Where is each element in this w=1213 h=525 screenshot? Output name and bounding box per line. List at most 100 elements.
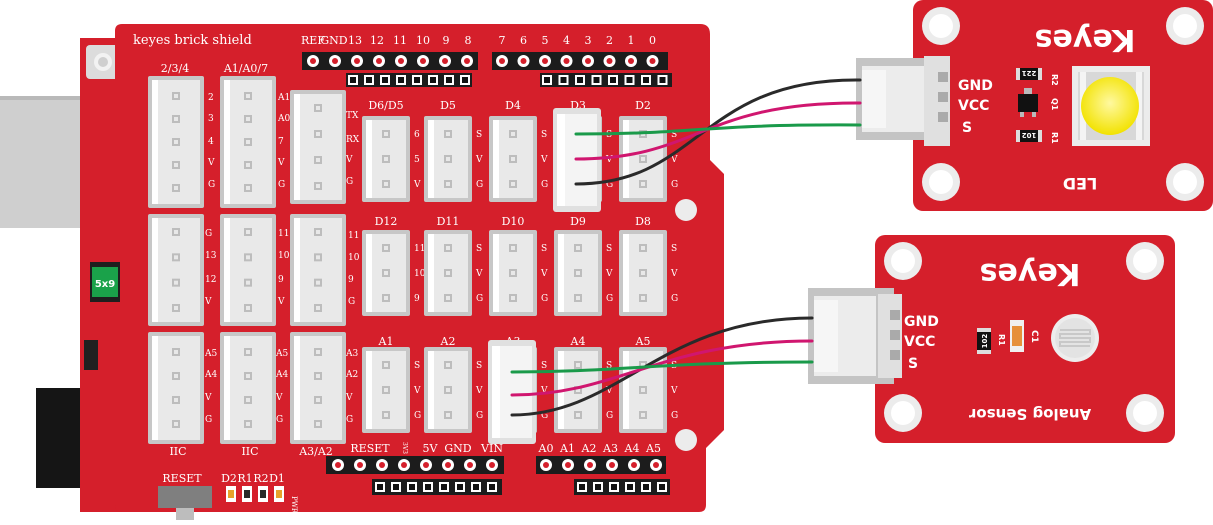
row-title: D11 (437, 215, 460, 228)
pin-label: S (606, 361, 612, 371)
pin-label: A2 (345, 370, 358, 380)
bottom-header-label: VIN (480, 442, 503, 455)
pin-label: G (346, 177, 353, 187)
sensor-connector (220, 76, 276, 208)
pin-label: V (605, 269, 613, 279)
sensor-module-name: Analog Sensor (968, 405, 1091, 423)
pin-label: RX (346, 135, 360, 145)
pin-label: 11 (414, 244, 425, 254)
sensor-connector (148, 332, 204, 444)
pin-label: A0 (277, 114, 290, 124)
pin-label: G (671, 294, 678, 304)
pin-label: G (606, 180, 613, 190)
row-title: A5 (635, 335, 651, 348)
resistor-r1-sensor (977, 328, 991, 354)
sensor-label-c1: C1 (1029, 330, 1039, 343)
pin-label: V (207, 158, 215, 168)
pin-label: V (413, 180, 421, 190)
bottom-header-label: A4 (624, 442, 640, 455)
sensor-connector (424, 230, 472, 316)
pin-label: G (414, 411, 421, 421)
pin-label: S (606, 244, 612, 254)
row-title: D6/D5 (368, 99, 403, 112)
pin-label: S (476, 244, 482, 254)
pin-label: S (541, 244, 547, 254)
pin-label: 12 (205, 275, 216, 285)
top-header-label: 11 (393, 34, 407, 47)
pin-label: G (346, 415, 353, 425)
resistor-r2 (1016, 68, 1042, 80)
sensor-connector (489, 230, 537, 316)
pin-label: G (671, 180, 678, 190)
pin-label: S (414, 361, 420, 371)
col-label-iic-2: IIC (241, 445, 258, 458)
row-title: D8 (635, 215, 651, 228)
row-connectors: D6/D565VD5SVGD4SVGD3SVGD2SVGD1211109D11S… (362, 99, 678, 444)
pin-label: 9 (348, 275, 354, 285)
pin-label: S (671, 130, 677, 140)
led-module-brand: Keyes (1035, 22, 1136, 57)
photoresistor (1051, 314, 1099, 362)
led-wires (574, 78, 862, 186)
reset-button[interactable] (158, 486, 212, 508)
row-title: D5 (440, 99, 456, 112)
sensor-label-r1: R1 (997, 334, 1006, 346)
sensor-wires (510, 316, 814, 417)
pin-label: 6 (414, 130, 420, 140)
pin-label: 10 (278, 251, 290, 261)
pin-label: G (205, 229, 212, 239)
resistor-code-102: 102 (1022, 131, 1037, 139)
pin-label: G (606, 294, 613, 304)
indicator-led-label: D1 (269, 472, 285, 485)
bottom-header-label: 3V3 (401, 442, 408, 454)
mount-hole (675, 199, 697, 221)
indicator-leds (226, 486, 284, 502)
row-title: D12 (375, 215, 398, 228)
top-header-label: 2 (606, 34, 613, 47)
sensor-connector (424, 347, 472, 433)
pin-label: S (541, 361, 547, 371)
pin-label: V (670, 386, 678, 396)
pin-label: V (204, 393, 212, 403)
pwr-label: PWR (290, 496, 298, 514)
top-header-label: GND (320, 34, 347, 47)
sensor-connector (220, 214, 276, 326)
row-title: D9 (570, 215, 586, 228)
indicator-led-label: D2 (221, 472, 237, 485)
row-title: A4 (570, 335, 586, 348)
top-header-label: REF (301, 34, 325, 47)
sensor-connector (148, 76, 204, 208)
fuse-label: 5x9 (95, 279, 115, 290)
pin-label: V (345, 393, 353, 403)
pin-label: V (277, 158, 285, 168)
bottom-header-label: 5V (423, 442, 439, 455)
col-title-234: 2/3/4 (161, 62, 189, 75)
top-header-label: 0 (649, 34, 656, 47)
top-header-label: 4 (563, 34, 570, 47)
bottom-header-label: A2 (581, 442, 597, 455)
led-pin-s: S (962, 120, 972, 136)
pin-label: S (476, 361, 482, 371)
wire-signal-sensor (510, 360, 814, 374)
pin-label: 10 (348, 253, 360, 263)
sensor-connector (554, 230, 602, 316)
pin-label: 7 (278, 137, 284, 147)
pin-label: V (475, 269, 483, 279)
top-header-label: 13 (348, 34, 362, 47)
top-header-label: 10 (416, 34, 430, 47)
row-title: A1 (378, 335, 394, 348)
bottom-header-label: A0 (538, 442, 554, 455)
resistor-r1 (1016, 130, 1042, 142)
pin-label: A4 (204, 370, 217, 380)
sensor-pin-s: S (908, 356, 918, 372)
sensor-connector (220, 332, 276, 444)
label-r1: R1 (1050, 132, 1059, 144)
sensor-connector (619, 230, 667, 316)
label-q1: Q1 (1050, 98, 1059, 111)
sensor-connector (619, 116, 667, 202)
top-header-label: 1 (628, 34, 635, 47)
